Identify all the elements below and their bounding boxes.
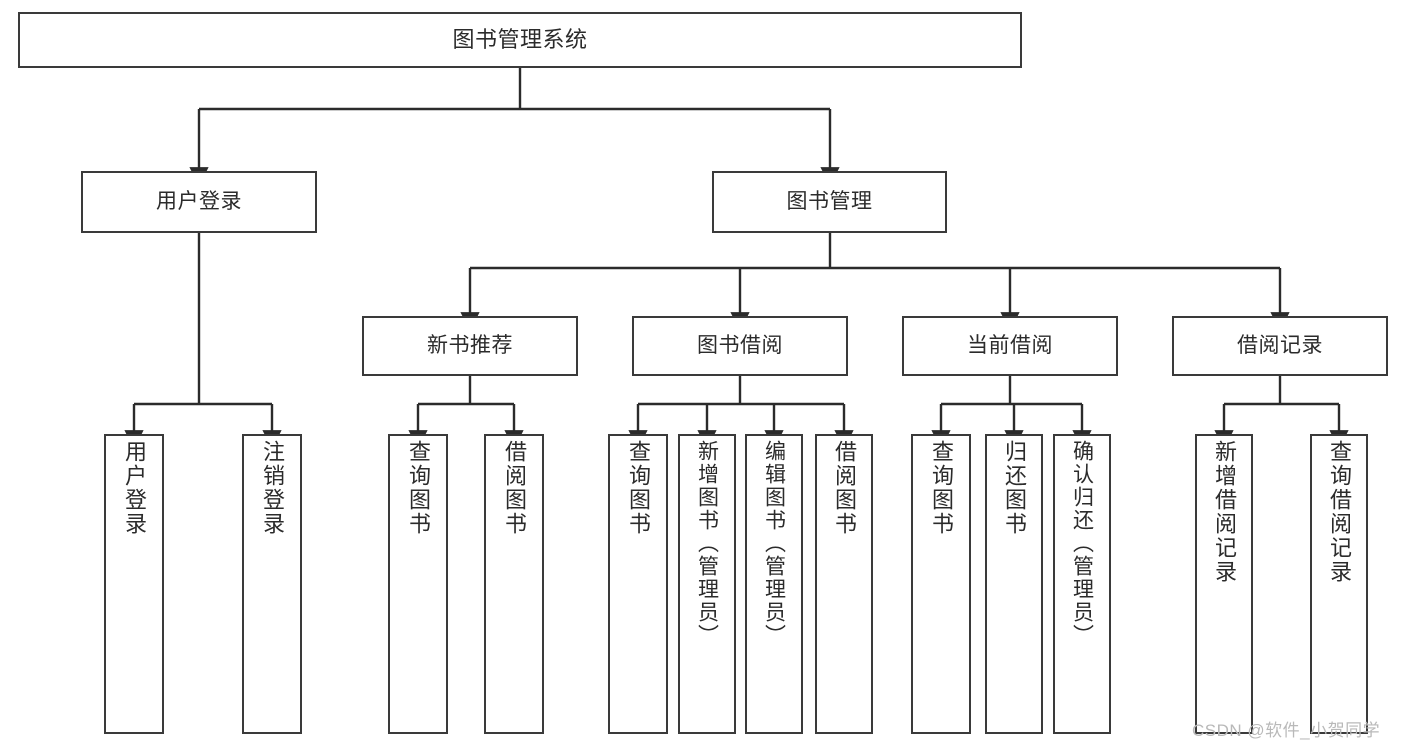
node-leaf-add-book-admin[interactable]: 新增图书（管理员） bbox=[678, 434, 736, 734]
node-leaf-query-book-2[interactable]: 查询图书 bbox=[608, 434, 668, 734]
node-user-login[interactable]: 用户登录 bbox=[81, 171, 317, 233]
node-leaf-borrow-book-2[interactable]: 借阅图书 bbox=[815, 434, 873, 734]
leaf-query-book-2-label: 查询图书 bbox=[626, 440, 651, 536]
leaf-confirm-return-admin-label: 确认归还（管理员） bbox=[1070, 440, 1094, 647]
leaf-user-login-label: 用户登录 bbox=[122, 440, 147, 536]
leaf-borrow-book-1-label: 借阅图书 bbox=[502, 440, 527, 536]
node-root-label: 图书管理系统 bbox=[452, 27, 588, 53]
node-leaf-add-borrow-record[interactable]: 新增借阅记录 bbox=[1195, 434, 1253, 734]
node-book-manage[interactable]: 图书管理 bbox=[712, 171, 947, 233]
csdn-watermark: CSDN @软件_小贺同学 bbox=[1192, 721, 1381, 740]
node-borrow-record-label: 借阅记录 bbox=[1237, 333, 1323, 357]
node-leaf-borrow-book-1[interactable]: 借阅图书 bbox=[484, 434, 544, 734]
node-leaf-query-book-1[interactable]: 查询图书 bbox=[388, 434, 448, 734]
node-user-login-label: 用户登录 bbox=[156, 189, 242, 213]
node-leaf-query-book-3[interactable]: 查询图书 bbox=[911, 434, 971, 734]
node-book-borrow[interactable]: 图书借阅 bbox=[632, 316, 848, 376]
node-leaf-edit-book-admin[interactable]: 编辑图书（管理员） bbox=[745, 434, 803, 734]
leaf-logout-login-label: 注销登录 bbox=[260, 440, 285, 536]
node-leaf-confirm-return-admin[interactable]: 确认归还（管理员） bbox=[1053, 434, 1111, 734]
leaf-return-book-label: 归还图书 bbox=[1002, 440, 1027, 536]
leaf-add-book-admin-label: 新增图书（管理员） bbox=[695, 440, 719, 647]
node-root[interactable]: 图书管理系统 bbox=[18, 12, 1022, 68]
leaf-query-book-1-label: 查询图书 bbox=[406, 440, 431, 536]
node-leaf-query-borrow-record[interactable]: 查询借阅记录 bbox=[1310, 434, 1368, 734]
node-current-borrow-label: 当前借阅 bbox=[967, 333, 1053, 357]
leaf-borrow-book-2-label: 借阅图书 bbox=[832, 440, 857, 536]
node-leaf-return-book[interactable]: 归还图书 bbox=[985, 434, 1043, 734]
node-leaf-logout-login[interactable]: 注销登录 bbox=[242, 434, 302, 734]
leaf-query-borrow-record-label: 查询借阅记录 bbox=[1327, 440, 1352, 584]
node-new-book-recommend-label: 新书推荐 bbox=[427, 333, 513, 357]
node-new-book-recommend[interactable]: 新书推荐 bbox=[362, 316, 578, 376]
node-book-manage-label: 图书管理 bbox=[786, 189, 873, 213]
leaf-edit-book-admin-label: 编辑图书（管理员） bbox=[762, 440, 786, 647]
node-leaf-user-login[interactable]: 用户登录 bbox=[104, 434, 164, 734]
leaf-query-book-3-label: 查询图书 bbox=[929, 440, 954, 536]
node-book-borrow-label: 图书借阅 bbox=[697, 333, 783, 357]
node-current-borrow[interactable]: 当前借阅 bbox=[902, 316, 1118, 376]
leaf-add-borrow-record-label: 新增借阅记录 bbox=[1212, 440, 1237, 584]
node-borrow-record[interactable]: 借阅记录 bbox=[1172, 316, 1388, 376]
